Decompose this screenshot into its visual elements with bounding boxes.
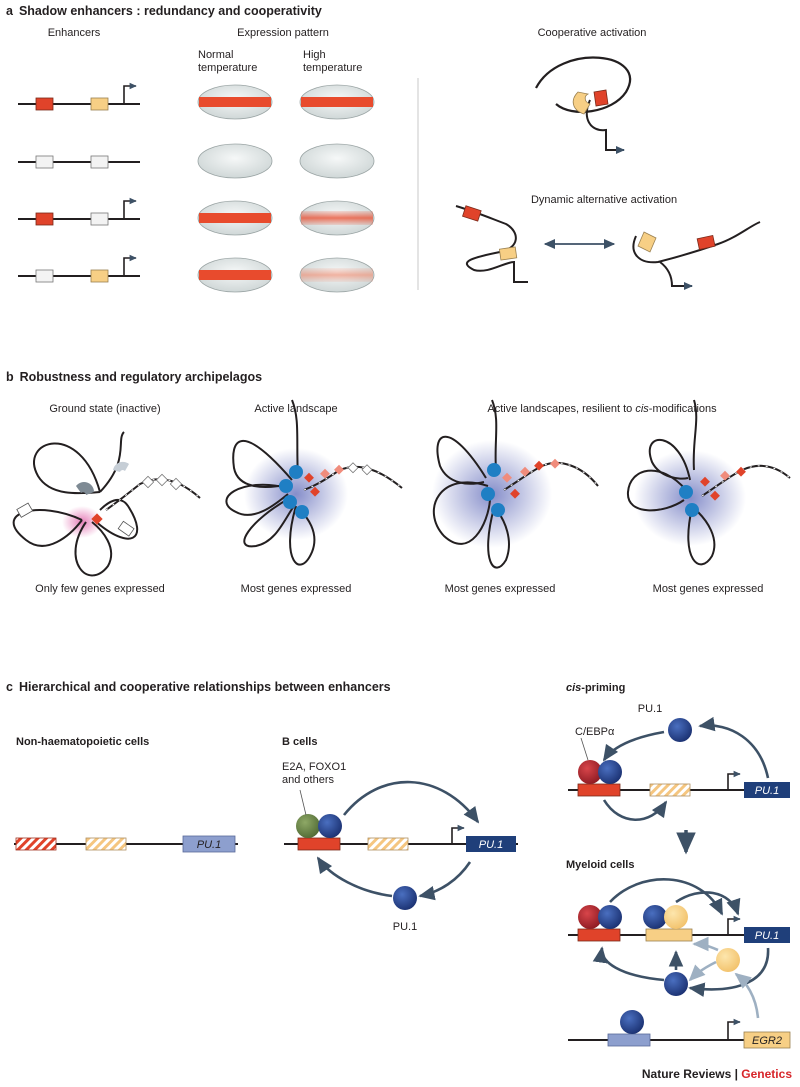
expression-header: Expression pattern bbox=[237, 27, 329, 39]
e2a-label-1: E2A, FOXO1 bbox=[282, 761, 346, 773]
b-cells-locus: PU.1 bbox=[284, 780, 518, 910]
enhancers-header: Enhancers bbox=[48, 27, 101, 39]
active-landscapes-resilient-label: Active landscapes, resilient to cis-modi… bbox=[487, 403, 717, 415]
gene-pu1-label-1: PU.1 bbox=[197, 839, 221, 851]
gene-pu1-label-3: PU.1 bbox=[755, 785, 779, 797]
footer-separator: | bbox=[731, 1067, 742, 1081]
high-temp-label-2: temperature bbox=[303, 62, 362, 74]
enhancer-row-4 bbox=[18, 254, 140, 283]
embryo-row-4 bbox=[197, 257, 375, 293]
gene-pu1-label-2: PU.1 bbox=[479, 839, 503, 851]
cis-priming-locus: PU.1 bbox=[568, 716, 790, 822]
pu1-protein-label: PU.1 bbox=[393, 921, 417, 933]
enhancer-row-3 bbox=[18, 197, 140, 226]
enhancer-row-1 bbox=[18, 82, 140, 111]
cis-priming-label: cis-priming bbox=[566, 682, 625, 694]
dynamic-activation-left bbox=[455, 205, 528, 283]
journal-footer: Nature Reviews | Genetics bbox=[642, 1067, 792, 1081]
cooperative-activation-diagram bbox=[535, 56, 631, 154]
embryo-row-1 bbox=[197, 84, 375, 120]
b-cells-label: B cells bbox=[282, 736, 317, 748]
ground-state-diagram bbox=[12, 431, 201, 577]
myeloid-cells-label: Myeloid cells bbox=[566, 859, 634, 871]
dynamic-activation-label: Dynamic alternative activation bbox=[531, 194, 677, 206]
gene-pu1-label-4: PU.1 bbox=[755, 930, 779, 942]
active-landscape-label: Active landscape bbox=[254, 403, 337, 415]
journal-section: Genetics bbox=[741, 1067, 792, 1081]
non-haematopoietic-label: Non-haematopoietic cells bbox=[16, 736, 149, 748]
cebpa-label: C/EBPα bbox=[575, 726, 615, 738]
journal-name: Nature Reviews bbox=[641, 1067, 732, 1081]
non-haematopoietic-locus: PU.1 bbox=[14, 835, 238, 853]
e2a-label-2: and others bbox=[282, 774, 334, 786]
normal-temp-label-2: temperature bbox=[198, 62, 257, 74]
caption-few-genes: Only few genes expressed bbox=[35, 583, 165, 595]
embryo-row-2 bbox=[197, 143, 375, 179]
resilient-landscape-2-diagram bbox=[626, 399, 791, 566]
pu1-top-label: PU.1 bbox=[638, 703, 662, 715]
gene-egr2-label: EGR2 bbox=[752, 1035, 782, 1047]
myeloid-locus: PU.1 EGR2 bbox=[568, 878, 791, 1049]
caption-most-genes-3: Most genes expressed bbox=[653, 583, 764, 595]
ground-state-label: Ground state (inactive) bbox=[49, 403, 160, 415]
high-temp-label-1: High bbox=[303, 49, 326, 61]
normal-temp-label-1: Normal bbox=[198, 49, 233, 61]
enhancer-row-2 bbox=[18, 155, 140, 169]
active-landscape-diagram bbox=[225, 399, 403, 566]
caption-most-genes-2: Most genes expressed bbox=[445, 583, 556, 595]
resilient-landscape-1-diagram bbox=[432, 399, 599, 569]
dynamic-activation-right bbox=[632, 221, 761, 290]
embryo-row-3 bbox=[197, 200, 375, 236]
caption-most-genes-1: Most genes expressed bbox=[241, 583, 352, 595]
cooperative-activation-label: Cooperative activation bbox=[538, 27, 647, 39]
